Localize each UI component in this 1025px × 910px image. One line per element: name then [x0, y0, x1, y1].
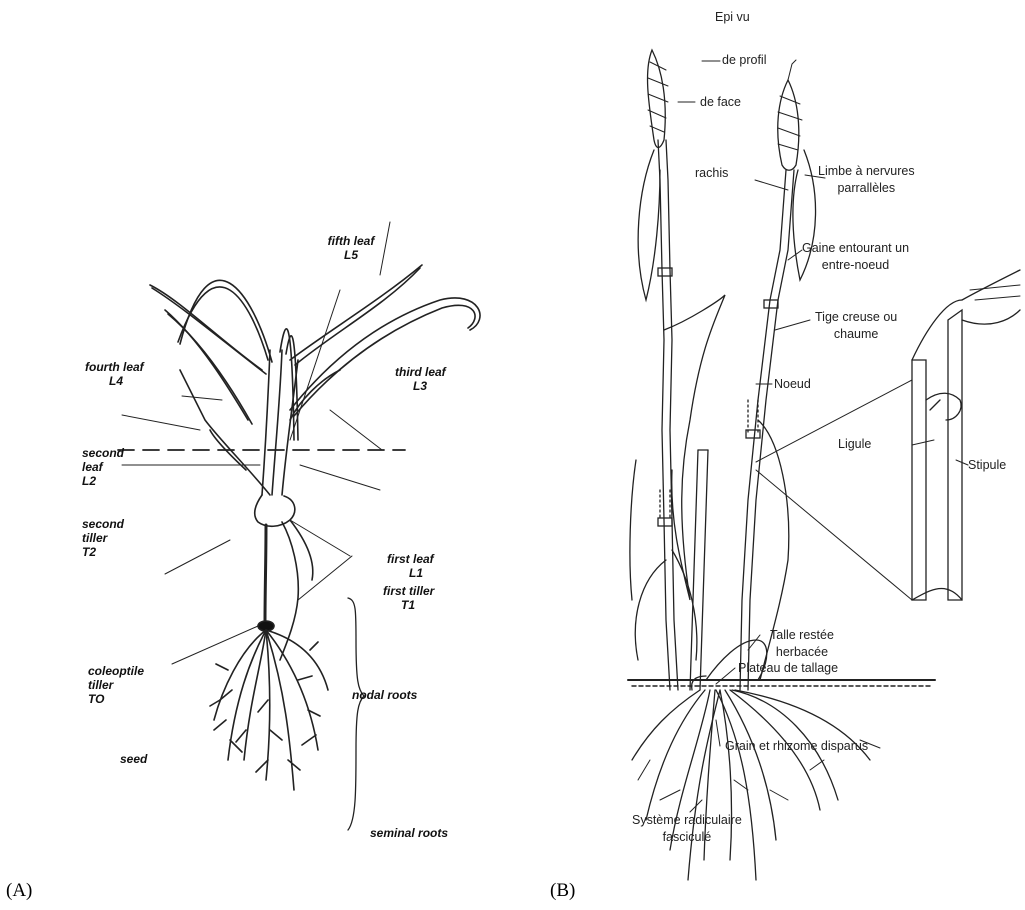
- right-ear: [778, 80, 799, 170]
- label-third-leaf: third leaf L3: [395, 365, 446, 393]
- label-fourth-leaf: fourth leaf L4: [85, 360, 144, 388]
- seedling-drawing: [0, 0, 520, 910]
- panel-b-wheat-plant: Epi vu de profil de face rachis Limbe à …: [520, 0, 1025, 910]
- label-grain: Grain et rhizome disparus: [725, 738, 868, 755]
- panel-a-wheat-seedling: fifth leaf L5 fourth leaf L4 third leaf …: [0, 0, 520, 910]
- node-right-1: [764, 300, 778, 308]
- label-seminal-roots: seminal roots: [370, 826, 448, 840]
- label-epi-vu: Epi vu: [715, 9, 750, 26]
- node-left-2: [658, 518, 672, 526]
- label-gaine: Gaine entourant un entre-noeud: [802, 240, 909, 274]
- label-first-leaf: first leaf L1: [387, 552, 434, 580]
- label-second-tiller: second tiller T2: [82, 517, 124, 559]
- label-tige: Tige creuse ou chaume: [815, 309, 897, 343]
- plant-drawing: [520, 0, 1025, 910]
- label-limbe: Limbe à nervures parrallèles: [818, 163, 915, 197]
- label-talle: Talle restée herbacée: [770, 627, 834, 661]
- label-fifth-leaf: fifth leaf L5: [310, 234, 392, 262]
- label-de-face: de face: [700, 94, 741, 111]
- panel-letter-a: (A): [6, 880, 32, 902]
- panel-letter-b: (B): [550, 880, 575, 902]
- label-plateau: Plateau de tallage: [738, 660, 838, 677]
- label-systeme: Système radiculaire fasciculé: [632, 812, 742, 846]
- label-seed: seed: [120, 752, 147, 766]
- label-rachis: rachis: [695, 165, 728, 182]
- label-coleoptile-tiller: coleoptile tiller TO: [88, 664, 144, 706]
- label-stipule: Stipule: [968, 457, 1006, 474]
- label-de-profil: de profil: [722, 52, 766, 69]
- label-noeud: Noeud: [774, 376, 811, 393]
- label-nodal-roots: nodal roots: [352, 688, 417, 702]
- label-ligule: Ligule: [838, 436, 871, 453]
- left-ear: [648, 50, 666, 148]
- label-first-tiller: first tiller T1: [383, 584, 434, 612]
- label-second-leaf: second leaf L2: [82, 446, 124, 488]
